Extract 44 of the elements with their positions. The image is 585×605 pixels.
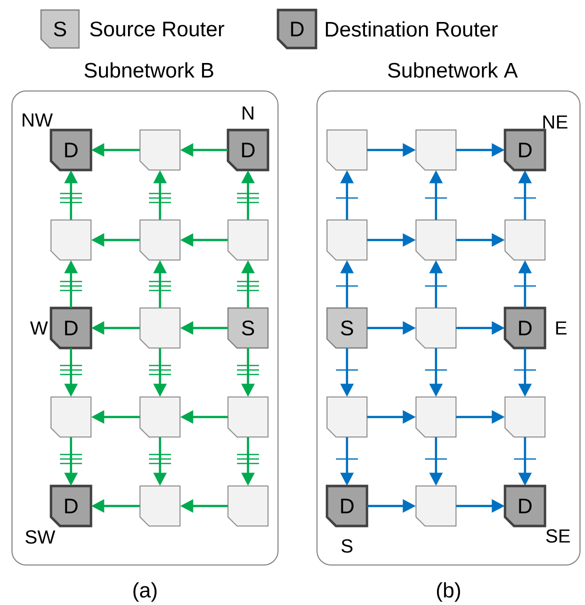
router-box (504, 220, 546, 260)
router-box (416, 396, 456, 438)
router-caption: Destination Router (326, 21, 498, 37)
router-box (326, 130, 368, 170)
router-box: D (504, 128, 546, 172)
router-box (326, 220, 368, 260)
router-box (416, 130, 456, 170)
router-box: S (326, 307, 368, 349)
corner-label: E (556, 321, 567, 335)
router-box (228, 396, 268, 438)
router-box (140, 308, 180, 348)
router-box (504, 396, 546, 438)
corner-label: NW (22, 113, 53, 127)
router-box (50, 220, 92, 260)
router-box (140, 396, 180, 438)
panel-caption: (a) (133, 582, 157, 602)
router-box (228, 486, 268, 526)
router-box (416, 220, 456, 260)
router-box (50, 396, 92, 438)
router-box: S (227, 307, 269, 349)
router-box: D (326, 484, 368, 528)
panel-caption: (b) (436, 582, 460, 602)
router-box (228, 220, 268, 260)
router-box: D (504, 306, 546, 350)
router-box: D (50, 128, 92, 172)
panel-title: Subnetwork A (388, 62, 518, 78)
router-box (140, 486, 180, 526)
panel-title: Subnetwork B (84, 62, 214, 78)
router-box (140, 220, 180, 260)
router-box: D (504, 484, 546, 528)
router-box (326, 396, 368, 438)
corner-label: SE (546, 529, 570, 543)
corner-label: NE (543, 115, 568, 129)
router-caption: Source Router (90, 22, 224, 36)
router-box (416, 308, 456, 348)
corner-label: W (30, 321, 48, 335)
router-box: D (226, 128, 270, 172)
router-box: D (50, 484, 92, 528)
corner-label: SW (26, 530, 56, 544)
router-box (140, 130, 180, 170)
router-box (416, 486, 456, 526)
corner-label: S (342, 539, 352, 553)
corner-label: N (242, 106, 254, 120)
router-box: D (50, 306, 92, 350)
